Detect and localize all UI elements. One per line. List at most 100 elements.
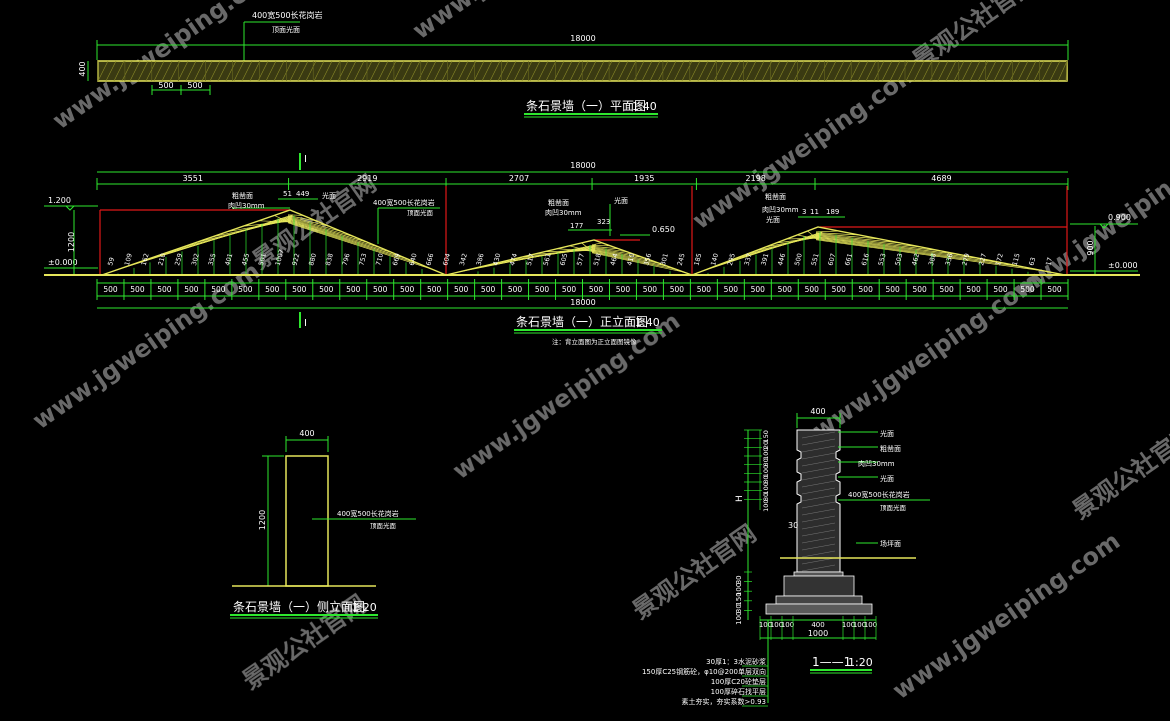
stone-label-4: 259: [173, 252, 184, 266]
bottom-cell-3: 500: [184, 285, 199, 294]
section-bottom-dim-1: 100: [770, 621, 783, 629]
stone-label-33: 301: [659, 252, 670, 266]
stone-label-53: 172: [994, 252, 1005, 266]
stone-label-50: 336: [944, 252, 955, 266]
peak1-finish: 光面: [322, 191, 336, 200]
elev-total-top: 18000: [570, 161, 595, 170]
side-scale: 1:20: [352, 601, 377, 614]
stone-label-11: 922: [290, 252, 301, 266]
section-construction-notes: 30厚1：3水泥砂浆150厚C25钢筋砼，φ10@200单层双向100厚C20砼…: [642, 657, 768, 707]
stone-label-55: 63: [1027, 256, 1037, 266]
peak1-dim-a: 51: [283, 190, 292, 198]
stone-label-14: 796: [341, 252, 352, 266]
bottom-cell-12: 500: [427, 285, 442, 294]
section-cushion: [775, 595, 863, 605]
level-mid: 0.650: [652, 225, 675, 234]
bottom-cell-24: 500: [751, 285, 766, 294]
side-wall-outline: [285, 455, 329, 587]
section-note-3: 100厚碎石找平层: [711, 687, 766, 696]
stone-label-31: 410: [625, 252, 636, 266]
level-right-zero: ±0.000: [1108, 261, 1138, 270]
stone-label-26: 561: [542, 252, 553, 266]
peak3-label-recess: 肉凹30mm: [762, 205, 799, 214]
stone-label-48: 462: [910, 252, 921, 266]
section-label-smooth-top: 光面: [880, 429, 894, 438]
plan-note-finish: 顶面光面: [272, 25, 300, 34]
plan-wall-hatch: [97, 60, 1068, 82]
peak2-label-recess: 肉凹30mm: [545, 208, 582, 217]
bottom-cell-0: 500: [103, 285, 118, 294]
section-label-smooth: 光面: [880, 474, 894, 483]
side-note-finish: 顶面光面: [370, 521, 397, 530]
stone-label-5: 302: [190, 252, 201, 266]
section-note-4: 素土夯实，夯实系数>0.93: [682, 697, 766, 706]
stone-label-0: 59: [106, 256, 116, 266]
bottom-cell-33: 500: [993, 285, 1008, 294]
bottom-cell-5: 500: [238, 285, 253, 294]
stone-label-6: 355: [207, 252, 218, 266]
stone-label-16: 710: [374, 252, 385, 266]
section-label-recess: 肉凹30mm: [858, 459, 895, 468]
bottom-cell-28: 500: [859, 285, 874, 294]
section-left-dim-2: 100: [762, 447, 770, 459]
watermark-11: 景观公社官网: [1067, 419, 1170, 525]
level-left-zero: ±0.000: [48, 258, 78, 267]
stone-label-34: 245: [676, 252, 687, 266]
side-note-material: 400宽500长花岗岩: [337, 509, 399, 518]
section-stone-column: [796, 429, 841, 573]
stone-label-18: 640: [408, 252, 419, 266]
plan-seg-dim-a: 500: [158, 81, 173, 90]
top-dim-1: 2919: [357, 174, 377, 183]
stone-label-41: 500: [793, 252, 804, 266]
watermark-1: www.jgweiping.com: [407, 0, 645, 45]
section-width-top: 400: [810, 407, 825, 416]
section-scale: 1:20: [848, 656, 873, 669]
section-bottom-dim-5: 100: [853, 621, 866, 629]
section-gravel: [765, 603, 873, 615]
bottom-cell-22: 500: [697, 285, 712, 294]
side-elevation: 400 1200 400宽500长花岗岩 顶面光面 条石景墙（一）侧立面图 1:…: [230, 429, 416, 619]
stone-label-23: 430: [491, 252, 502, 266]
peak2-dim-b: 323: [597, 218, 610, 226]
section-left-dim-1: 20: [762, 441, 770, 449]
section-left-dim-8: 100: [762, 499, 770, 511]
watermark-12: www.jgweiping.com: [887, 527, 1125, 705]
stone-label-29: 518: [592, 252, 603, 266]
stone-label-27: 605: [558, 252, 569, 266]
elev-title: 条石景墙（一）正立面图: [516, 314, 648, 329]
plan-thickness-dim: 400: [78, 61, 87, 76]
stone-label-25: 517: [525, 252, 536, 266]
section-concrete: [783, 575, 855, 597]
stone-label-1: 109: [123, 252, 134, 266]
bottom-cell-4: 500: [211, 285, 226, 294]
section-lower-dim-0: 30: [735, 575, 743, 584]
stone-label-43: 607: [826, 252, 837, 266]
peak3-label-rough: 粗凿面: [765, 192, 786, 201]
section-note-2: 100厚C20砼垫层: [711, 677, 766, 686]
section-mark-top: I: [304, 154, 307, 165]
stone-label-3: 210: [156, 252, 167, 266]
stone-label-22: 386: [475, 252, 486, 266]
bottom-cell-21: 500: [670, 285, 685, 294]
peak3-dim-a: 3: [802, 208, 806, 216]
stone-label-9: 501: [257, 252, 268, 266]
bottom-cell-20: 500: [643, 285, 658, 294]
bottom-cell-15: 500: [508, 285, 523, 294]
height-left: 1200: [67, 232, 76, 252]
plan-total-dim: 18000: [570, 34, 595, 43]
peak3-label-smooth: 光面: [766, 215, 780, 224]
side-height-dim: 1200: [258, 510, 267, 530]
bottom-cell-19: 500: [616, 285, 631, 294]
bottom-cell-7: 500: [292, 285, 307, 294]
elevation-bottom-dimensions: 500 500 500 500 500 500 500 500 500 500 500 500 500 5…: [96, 279, 1069, 300]
section-bottom-dim-3: 400: [811, 621, 824, 629]
stone-label-54: 115: [1011, 252, 1022, 266]
section-left-dim-0: 150: [762, 430, 770, 442]
stone-label-8: 455: [240, 252, 251, 266]
section-label-finish: 顶面光面: [880, 503, 907, 512]
plan-note-material: 400宽500长花岗岩: [252, 10, 323, 20]
